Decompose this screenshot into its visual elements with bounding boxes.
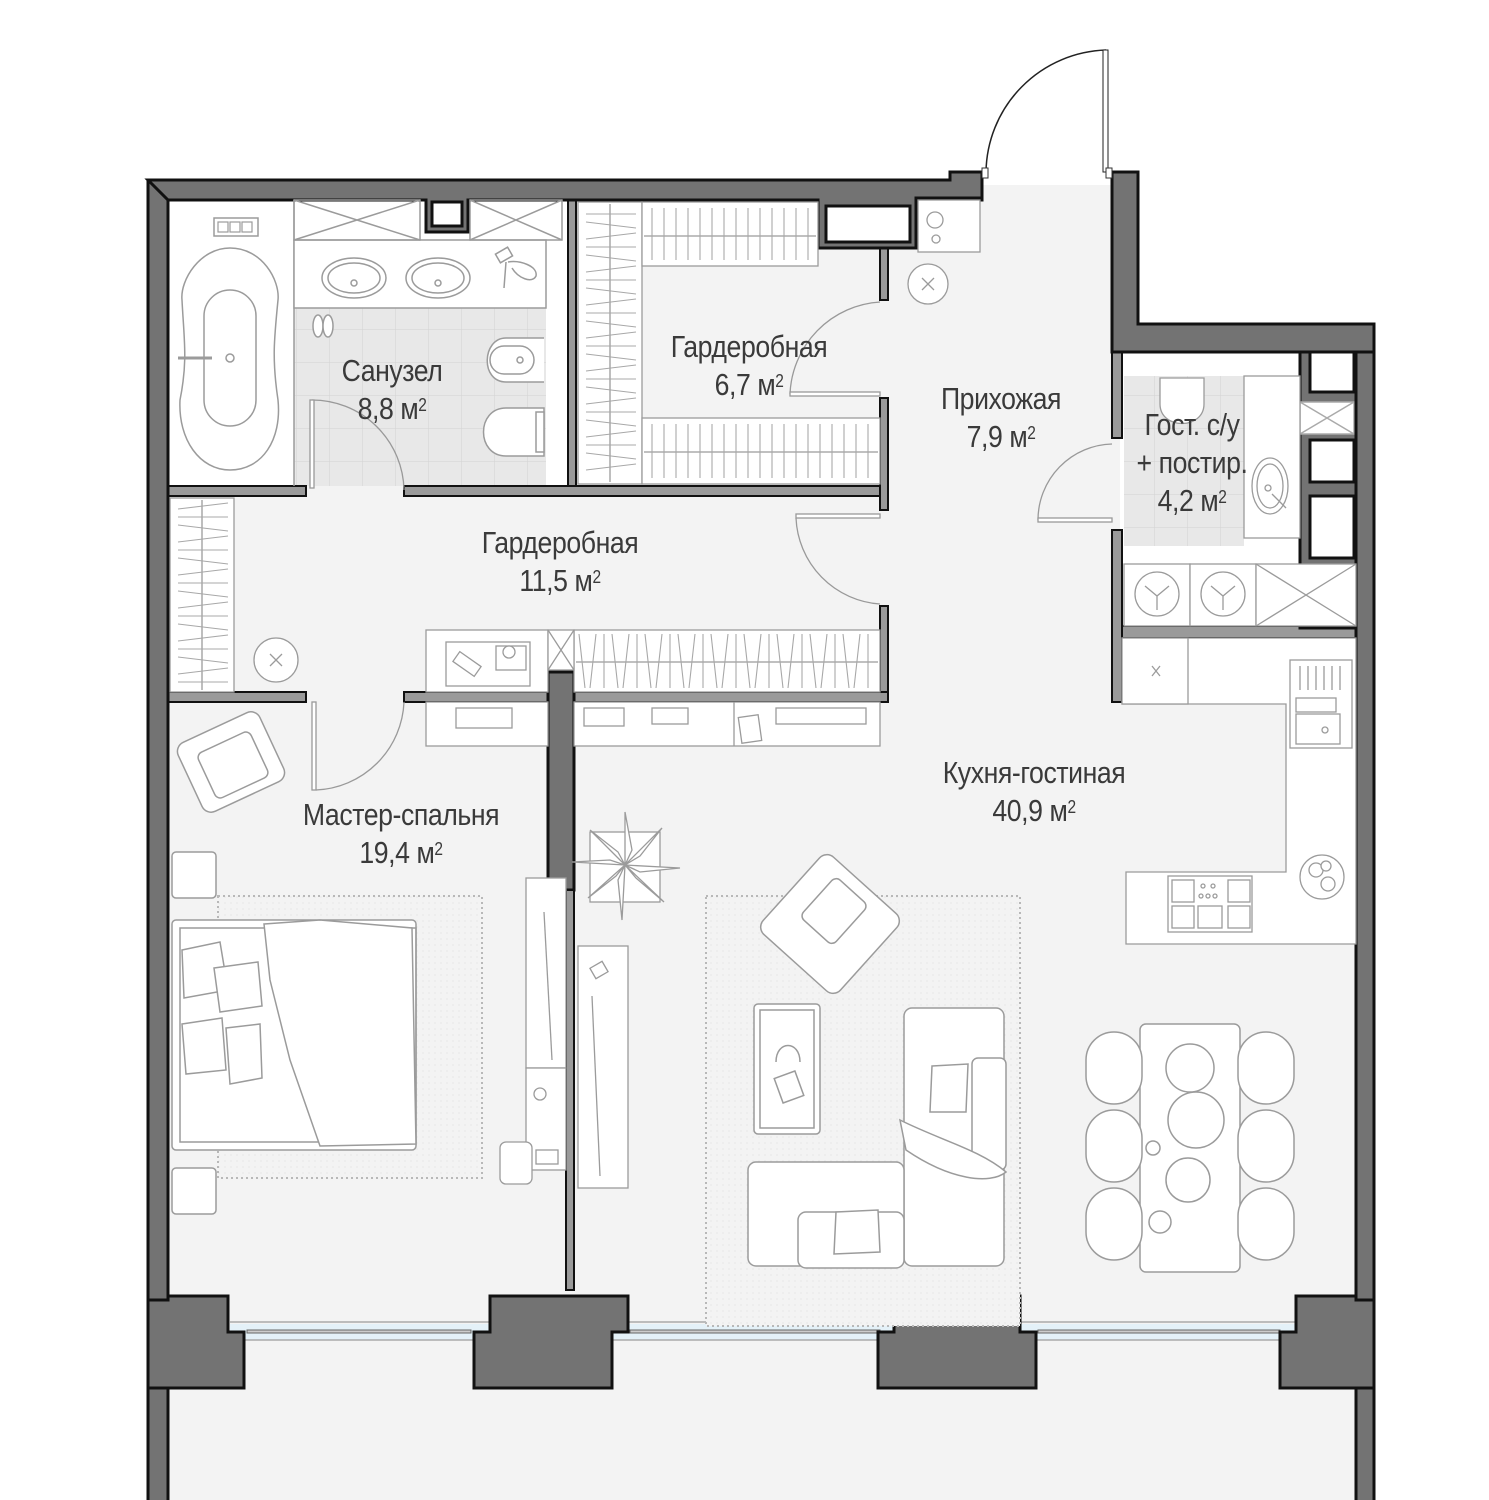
kitchen-sink-icon [1289, 659, 1353, 749]
shaft-boxes [430, 200, 912, 244]
bidet-icon [486, 337, 544, 383]
room-area: 40,9 м2 [992, 793, 1076, 828]
room-label-kitchen-living: Кухня-гостиная 40,9 м2 [928, 754, 1140, 830]
washing-machine-icon [1123, 563, 1191, 627]
nightstand-icon [171, 851, 217, 1215]
double-sink-icon [321, 257, 471, 299]
room-name: Кухня-гостиная [942, 755, 1126, 790]
guest-wc-fixtures [1123, 375, 1357, 627]
room-label-master-bedroom: Мастер-спальня 19,4 м2 [287, 796, 515, 872]
dryer-icon [1189, 563, 1257, 627]
bookshelf-icon [425, 701, 881, 747]
chair-icon [1085, 1031, 1295, 1261]
bedroom-door-icon[interactable] [311, 701, 405, 791]
room-label-wardrobe-large: Гардеробная 11,5 м2 [469, 524, 651, 600]
shower-icon [494, 246, 537, 289]
room-name-line1: Гост. с/у [1144, 407, 1240, 442]
room-area: 19,4 м2 [359, 835, 443, 870]
cooktop-icon [1167, 875, 1253, 933]
sofa-icon [747, 1007, 1008, 1269]
guest-wc-door-icon[interactable] [1037, 443, 1113, 523]
toilet-icon [1159, 377, 1205, 425]
washbasin-icon [1251, 457, 1289, 515]
kitchen [1121, 637, 1357, 945]
interior-doors [309, 301, 1113, 791]
partitions [167, 199, 1357, 1291]
armchair-icon [176, 711, 286, 813]
room-name: Гардеробная [481, 525, 639, 560]
entrance-door-icon[interactable] [981, 49, 1113, 179]
room-area: 8,8 м2 [357, 391, 427, 426]
hallway-cabinet-icon [917, 199, 981, 253]
hanger-lines [177, 208, 869, 689]
room-label-wardrobe-small: Гардеробная 6,7 м2 [658, 328, 840, 404]
bathtub-icon [178, 247, 280, 471]
room-area: 6,7 м2 [714, 367, 784, 402]
large-wardrobe-door-icon[interactable] [795, 513, 881, 605]
toilet-icon [482, 407, 545, 457]
room-name: Гардеробная [670, 329, 828, 364]
bathroom-fixtures [178, 199, 563, 486]
room-name-line2: + постир. [1136, 445, 1248, 480]
bathroom-door-icon[interactable] [309, 399, 405, 491]
armchair-icon [759, 853, 901, 995]
room-area: 4,2 м2 [1157, 483, 1227, 518]
slippers-icon [312, 314, 334, 338]
coffee-table-icon [753, 1003, 821, 1135]
room-area: 7,9 м2 [966, 419, 1036, 454]
room-label-guest-wc: Гост. с/у + постир. 4,2 м2 [1127, 406, 1256, 520]
dining-table-icon [1139, 1023, 1241, 1273]
fruit-bowl-icon [1299, 854, 1345, 900]
room-name: Санузел [341, 353, 443, 388]
ceiling-lamp-icon [253, 263, 949, 683]
plant-icon [571, 811, 681, 921]
room-label-bathroom: Санузел 8,8 м2 [333, 352, 450, 428]
room-name: Прихожая [940, 381, 1062, 416]
desk-icon [499, 877, 567, 1185]
room-name: Мастер-спальня [302, 797, 500, 832]
bed-icon [171, 919, 417, 1151]
room-label-hallway: Прихожая 7,9 м2 [931, 380, 1071, 456]
small-wardrobe-door-icon[interactable] [789, 301, 881, 397]
room-area: 11,5 м2 [519, 563, 601, 598]
tv-stand-icon [577, 945, 629, 1189]
